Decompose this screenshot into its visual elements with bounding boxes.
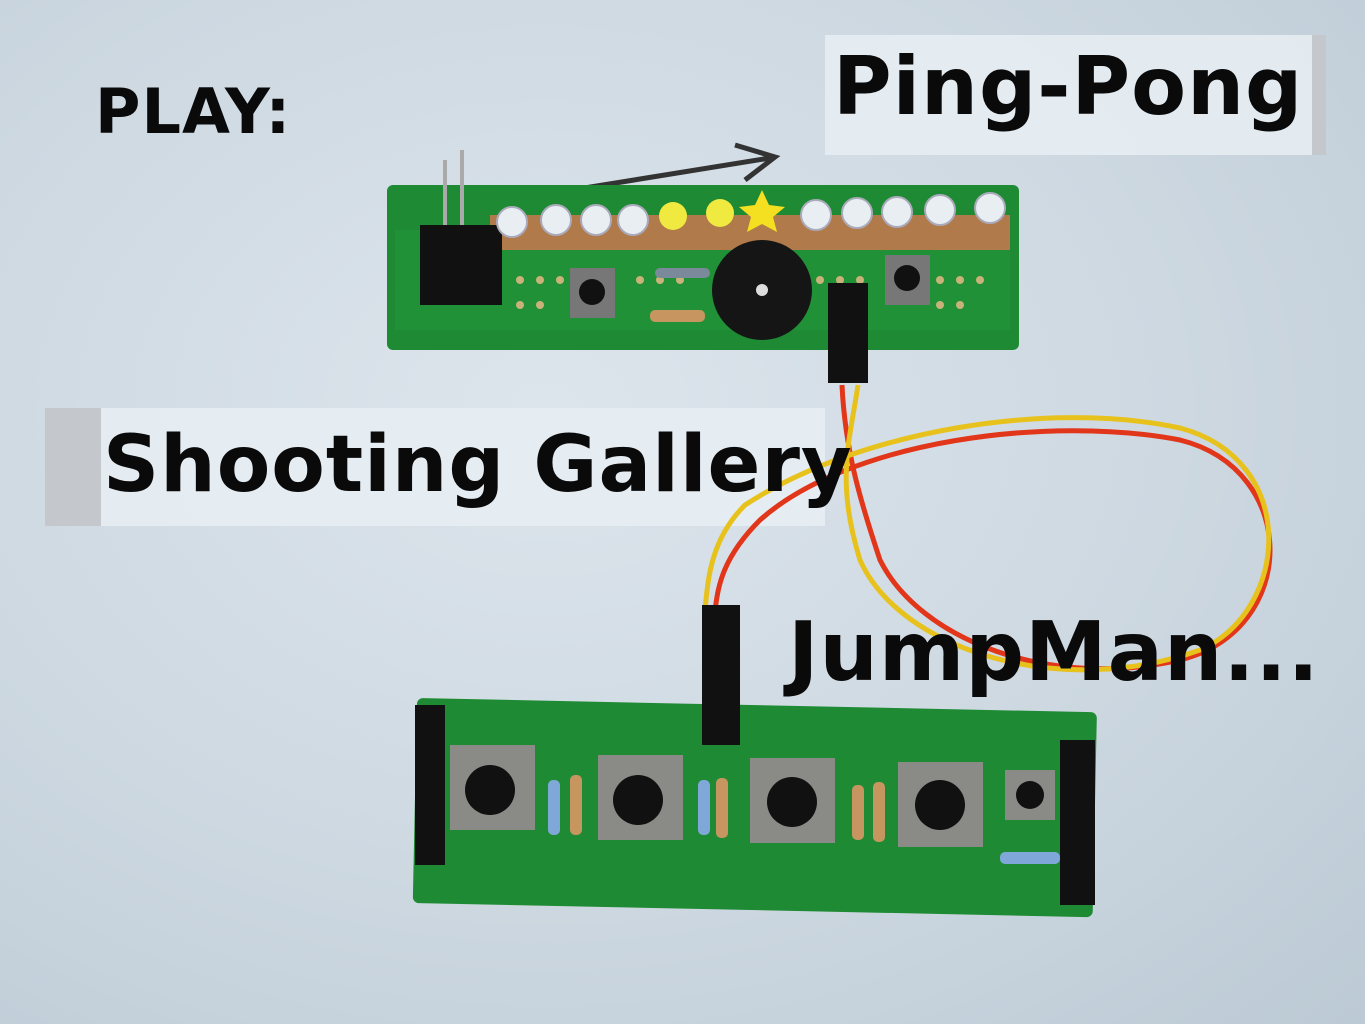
bottom-pcb-board [412, 605, 1097, 918]
shooting-gallery-label: Shooting Gallery [103, 420, 853, 510]
ping-pong-panel-edge [1312, 35, 1326, 155]
ping-pong-label-panel [825, 35, 1325, 155]
shooting-gallery-label-panel [45, 408, 825, 526]
shooting-gallery-panel-edge [45, 408, 101, 526]
top-pcb-board [387, 150, 1019, 383]
star-icon [739, 190, 785, 232]
jumpman-label: JumpMan... [788, 605, 1320, 700]
ping-pong-label: Ping-Pong [833, 40, 1304, 133]
jumper-wires [702, 384, 1273, 673]
arrow-right-icon [571, 142, 781, 193]
play-label: PLAY: [95, 75, 292, 148]
